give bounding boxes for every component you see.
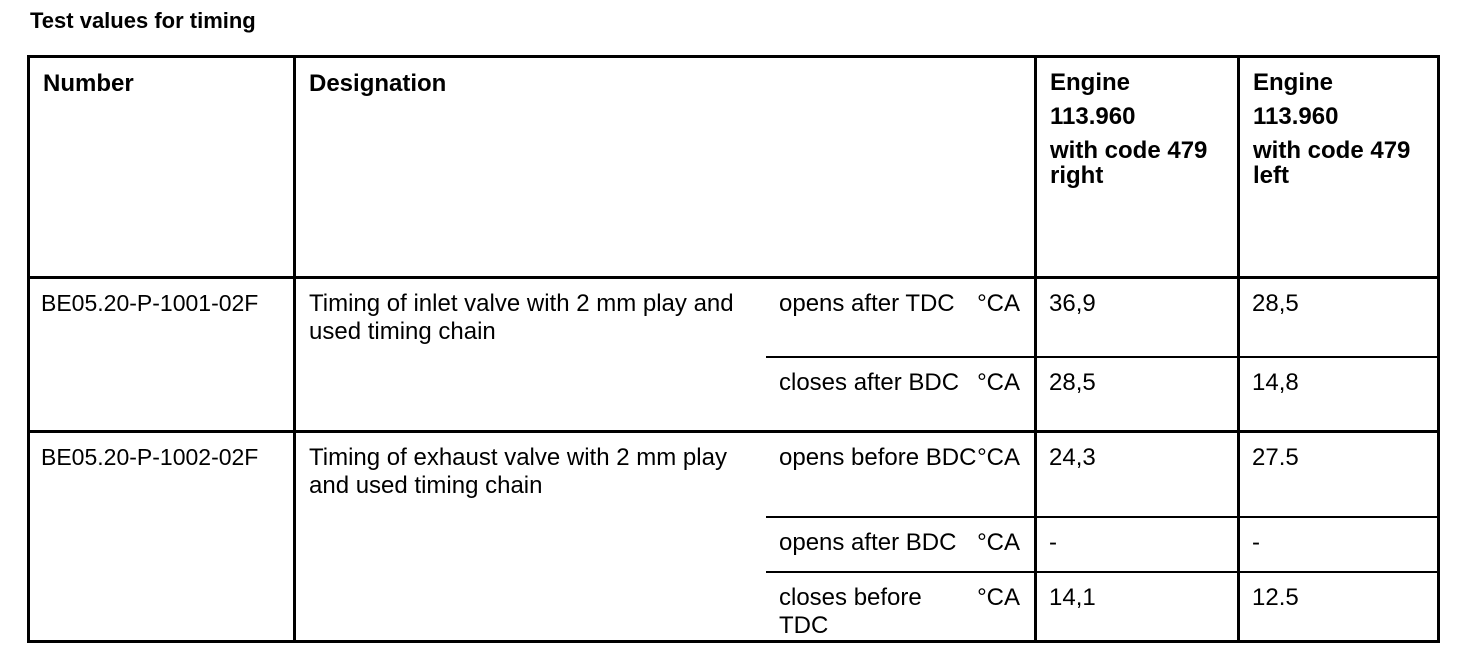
header-engine-right-line3: with code 479 xyxy=(1050,137,1208,164)
header-engine-left-line1: Engine xyxy=(1253,69,1334,96)
header-engine-left-line2: 113.960 xyxy=(1253,103,1339,130)
subrow: opens before BDC °CA 24,3 27.5 xyxy=(766,433,1437,518)
timing-values-table: Number Designation Engine 113.960 with c… xyxy=(27,55,1440,643)
value-engine-right: 14,1 xyxy=(1037,573,1240,640)
header-engine-right-line4: right xyxy=(1050,162,1104,189)
row-subtable: opens before BDC °CA 24,3 27.5 opens aft… xyxy=(766,433,1437,643)
unit-label: °CA xyxy=(977,584,1020,611)
header-engine-right-line1: Engine xyxy=(1050,69,1131,96)
header-engine-left: Engine 113.960 with code 479 left xyxy=(1240,58,1437,276)
value-engine-right: 36,9 xyxy=(1037,279,1240,356)
condition-label: opens after BDC xyxy=(779,529,957,556)
unit-label: °CA xyxy=(977,369,1020,396)
value-engine-left: - xyxy=(1252,529,1260,556)
subrow-condition-cell: closes before TDC °CA xyxy=(766,573,1037,640)
value-engine-left: 12.5 xyxy=(1252,584,1299,611)
header-engine-left-line3: with code 479 xyxy=(1253,137,1411,164)
row-designation: Timing of exhaust valve with 2 mm play a… xyxy=(309,444,727,499)
subrow-condition-cell: opens before BDC °CA xyxy=(766,433,1037,516)
value-engine-right: 24,3 xyxy=(1037,433,1240,516)
row-number: BE05.20-P-1002-02F xyxy=(30,433,296,643)
condition-label: opens after TDC xyxy=(779,290,955,317)
header-engine-right: Engine 113.960 with code 479 right xyxy=(1037,58,1240,276)
header-number: Number xyxy=(30,58,296,276)
header-engine-left-line4: left xyxy=(1253,162,1289,189)
subrow: closes before TDC °CA 14,1 12.5 xyxy=(766,573,1437,640)
row-subtable: opens after TDC °CA 36,9 28,5 closes aft… xyxy=(766,279,1437,430)
value-engine-right: - xyxy=(1037,518,1240,571)
value-engine-left: 14,8 xyxy=(1252,369,1299,396)
value-engine-left: 27.5 xyxy=(1252,444,1299,471)
subrow: opens after TDC °CA 36,9 28,5 xyxy=(766,279,1437,358)
row-designation: Timing of inlet valve with 2 mm play and… xyxy=(309,290,734,345)
table-row: BE05.20-P-1002-02F Timing of exhaust val… xyxy=(30,430,1437,643)
subrow: opens after BDC °CA - - xyxy=(766,518,1437,573)
unit-label: °CA xyxy=(977,444,1020,471)
value-engine-left: 28,5 xyxy=(1252,290,1299,317)
row-number: BE05.20-P-1001-02F xyxy=(30,279,296,430)
condition-label: closes before TDC xyxy=(779,584,922,639)
table-header-row: Number Designation Engine 113.960 with c… xyxy=(30,58,1437,276)
header-designation: Designation xyxy=(296,58,1037,276)
subrow: closes after BDC °CA 28,5 14,8 xyxy=(766,358,1437,430)
header-engine-right-line2: 113.960 xyxy=(1050,103,1136,130)
unit-label: °CA xyxy=(977,290,1020,317)
condition-label: closes after BDC xyxy=(779,369,960,396)
subrow-condition-cell: opens after BDC °CA xyxy=(766,518,1037,571)
table-row: BE05.20-P-1001-02F Timing of inlet valve… xyxy=(30,276,1437,430)
unit-label: °CA xyxy=(977,529,1020,556)
value-engine-right: 28,5 xyxy=(1037,358,1240,430)
condition-label: opens before BDC xyxy=(779,444,977,471)
page-title: Test values for timing xyxy=(30,8,256,33)
subrow-condition-cell: closes after BDC °CA xyxy=(766,358,1037,430)
subrow-condition-cell: opens after TDC °CA xyxy=(766,279,1037,356)
